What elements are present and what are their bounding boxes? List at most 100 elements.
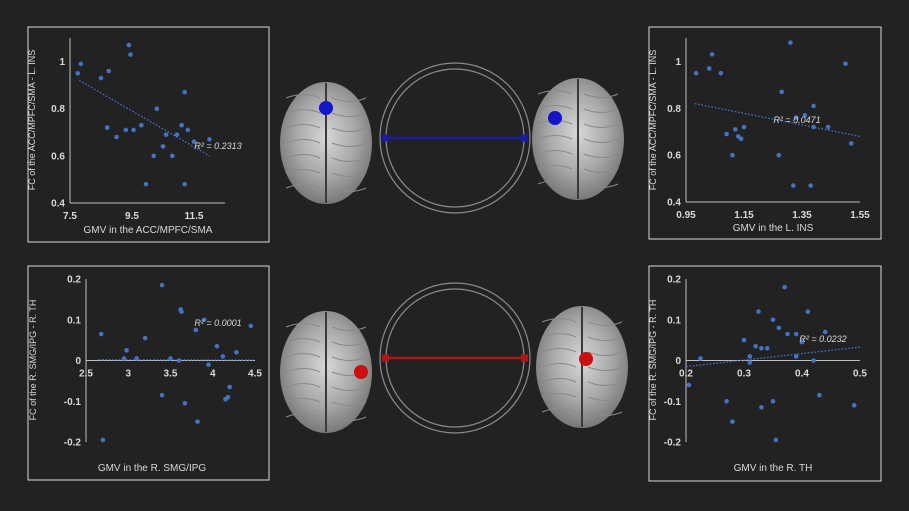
data-point (185, 127, 191, 133)
brain-gyrus (331, 157, 367, 162)
brain-gyrus (541, 408, 577, 413)
brain-gyrus (285, 383, 321, 388)
data-point (724, 131, 729, 137)
data-point (811, 103, 816, 109)
data-point (123, 127, 129, 133)
data-point (730, 152, 735, 158)
data-point (805, 309, 811, 314)
brain-bottom-left (280, 311, 372, 433)
data-point (248, 323, 254, 329)
data-point (718, 70, 724, 76)
data-point (764, 345, 770, 351)
data-point (227, 384, 232, 390)
brain-gyrus (331, 401, 367, 406)
data-point (191, 139, 197, 145)
data-point (741, 124, 747, 130)
data-point (733, 127, 738, 132)
r-squared-label: R² = 0.0232 (799, 334, 846, 344)
brain-gyrus (537, 180, 573, 185)
x-tick-label: 4.5 (248, 369, 262, 380)
region-marker (354, 365, 368, 379)
brain-gyrus (285, 323, 321, 328)
data-point (75, 71, 81, 76)
data-point (802, 113, 808, 118)
data-point (98, 75, 104, 81)
brain-gyrus (331, 416, 367, 421)
brain-gyrus (285, 398, 321, 403)
x-axis-label: GMV in the L. INS (733, 223, 814, 234)
data-point (849, 141, 854, 146)
y-tick-label: 0.4 (51, 199, 65, 210)
connectivity-ring-bottom (379, 282, 531, 434)
y-tick-label: 0 (75, 356, 81, 367)
y-tick-label: 0 (675, 356, 681, 367)
y-tick-label: -0.1 (664, 397, 682, 408)
data-point (776, 325, 782, 331)
data-point (782, 284, 787, 290)
data-point (195, 419, 200, 424)
y-tick-label: 1 (675, 57, 681, 68)
data-point (811, 358, 816, 363)
data-point (100, 437, 106, 443)
data-point (202, 317, 207, 323)
data-point (160, 144, 166, 149)
data-point (124, 348, 129, 353)
data-point (114, 134, 119, 140)
data-point (730, 419, 735, 424)
data-point (128, 52, 133, 57)
data-point (179, 309, 184, 314)
data-point (706, 66, 712, 71)
x-tick-label: 2.5 (79, 369, 93, 380)
data-point (724, 398, 729, 404)
brain-gyrus (583, 168, 619, 173)
brain-gyrus (285, 184, 321, 189)
data-point (793, 115, 799, 120)
brain-gyrus (583, 183, 619, 188)
data-point (174, 132, 180, 137)
data-point (698, 356, 703, 361)
x-tick-label: 4 (210, 369, 216, 380)
x-axis-label: GMV in the R. SMG/IPG (98, 463, 207, 474)
region-marker (319, 101, 333, 115)
brain-gyrus (285, 94, 321, 99)
data-point (759, 345, 764, 351)
x-tick-label: 3 (125, 369, 131, 380)
y-axis-label: FC of the R. SMG/IPG - R. TH (28, 300, 38, 421)
brain-gyrus (587, 381, 623, 386)
brain-gyrus (537, 90, 573, 95)
data-point (206, 362, 211, 367)
brain-gyrus (285, 338, 321, 343)
brain-gyrus (583, 123, 619, 128)
r-squared-label: R² = 0.0471 (773, 115, 820, 125)
x-tick-label: 9.5 (125, 211, 139, 222)
data-point (811, 124, 816, 130)
trend-line (694, 102, 861, 138)
region-marker (548, 111, 562, 125)
data-point (214, 343, 220, 349)
brain-gyrus (541, 348, 577, 353)
y-tick-label: 0.8 (51, 104, 65, 115)
brain-top-left (280, 82, 372, 204)
y-tick-label: -0.2 (664, 438, 682, 449)
brain-gyrus (285, 368, 321, 373)
connectivity-ring-top (379, 62, 531, 214)
brain-illustrations (280, 62, 628, 434)
data-point (770, 398, 776, 404)
region-marker (579, 352, 593, 366)
brain-gyrus (537, 105, 573, 110)
data-point (143, 181, 149, 187)
brain-gyrus (331, 172, 367, 177)
brain-gyrus (541, 318, 577, 323)
data-point (121, 356, 127, 361)
brain-gyrus (587, 321, 623, 326)
data-point (776, 152, 782, 158)
panel-frame (27, 265, 270, 481)
data-point (151, 153, 156, 159)
brain-gyrus (583, 93, 619, 98)
connectivity-ring-outer (379, 282, 531, 434)
brain-gyrus (583, 153, 619, 158)
data-point (154, 106, 160, 112)
data-point (686, 382, 692, 388)
